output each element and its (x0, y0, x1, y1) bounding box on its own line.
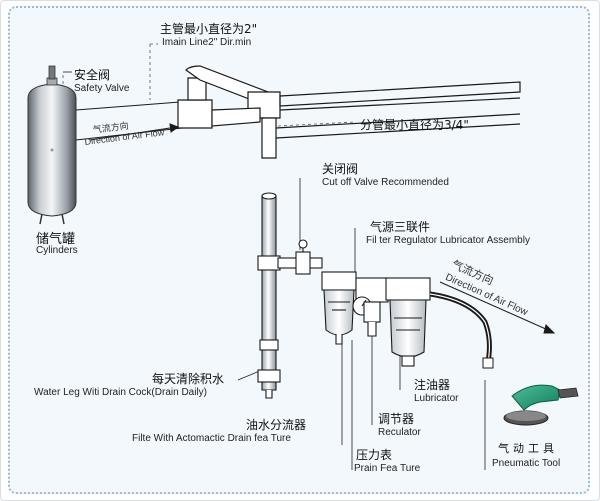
gauge-label-en: Prain Fea Ture (354, 463, 421, 474)
diagram-panel (8, 6, 590, 494)
safety-valve-label-en: Safety Valve (74, 83, 130, 94)
safety-valve-label-cn: 安全阀 (74, 68, 111, 82)
lubricator-label-en: Lubricator (414, 393, 459, 404)
cylinders-label-cn: 储气罐 (36, 232, 76, 247)
frl-label-en: Fil ter Regulator Lubricator Assembly (366, 235, 530, 246)
water-leg-pipe (257, 192, 281, 399)
cylinders-label-en: Cylinders (36, 245, 78, 256)
flow-arrow-branch (439, 281, 556, 334)
filter-label-cn: 油水分流器 (246, 418, 307, 432)
gauge-label-cn: 压力表 (356, 448, 393, 462)
lubricator-label-cn: 注油器 (414, 378, 451, 392)
water-leg-label-cn: 每天清除积水 (152, 372, 225, 386)
cutoff-valve-label-cn: 关闭阀 (322, 162, 359, 176)
filter-label-en: Filte With Actomactic Drain fea Ture (132, 433, 291, 444)
cutoff-valve-label-en: Cut off Valve Recommended (322, 177, 449, 188)
cylinder-tank (27, 65, 77, 225)
frl-label-cn: 气源三联件 (370, 220, 431, 234)
regulator-label-cn: 调节器 (378, 412, 415, 426)
lubricator-unit (385, 277, 431, 367)
branch-line-label-cn: 分管最小直径为3/4" (360, 118, 469, 132)
main-pipe (177, 65, 521, 159)
dimension-guides (62, 43, 356, 127)
regulator-label-en: Reculator (378, 427, 421, 438)
regulator-unit (352, 277, 389, 337)
branch-pipe (277, 239, 323, 275)
tool-label-cn: 气动工具 (498, 442, 558, 455)
main-line-label-cn: 主管最小直径为2" (160, 22, 258, 36)
main-line-label-en: Imain Line2" Dir.min (162, 37, 252, 48)
air-hose (429, 291, 494, 369)
filter-unit (321, 271, 357, 345)
pneumatic-tool (503, 384, 579, 426)
water-leg-label-en: Water Leg Witi Drain Cock(Drain Daily) (34, 387, 207, 398)
tool-label-en: Pneumatic Tool (492, 458, 561, 469)
flow-arrow-main (89, 123, 180, 141)
